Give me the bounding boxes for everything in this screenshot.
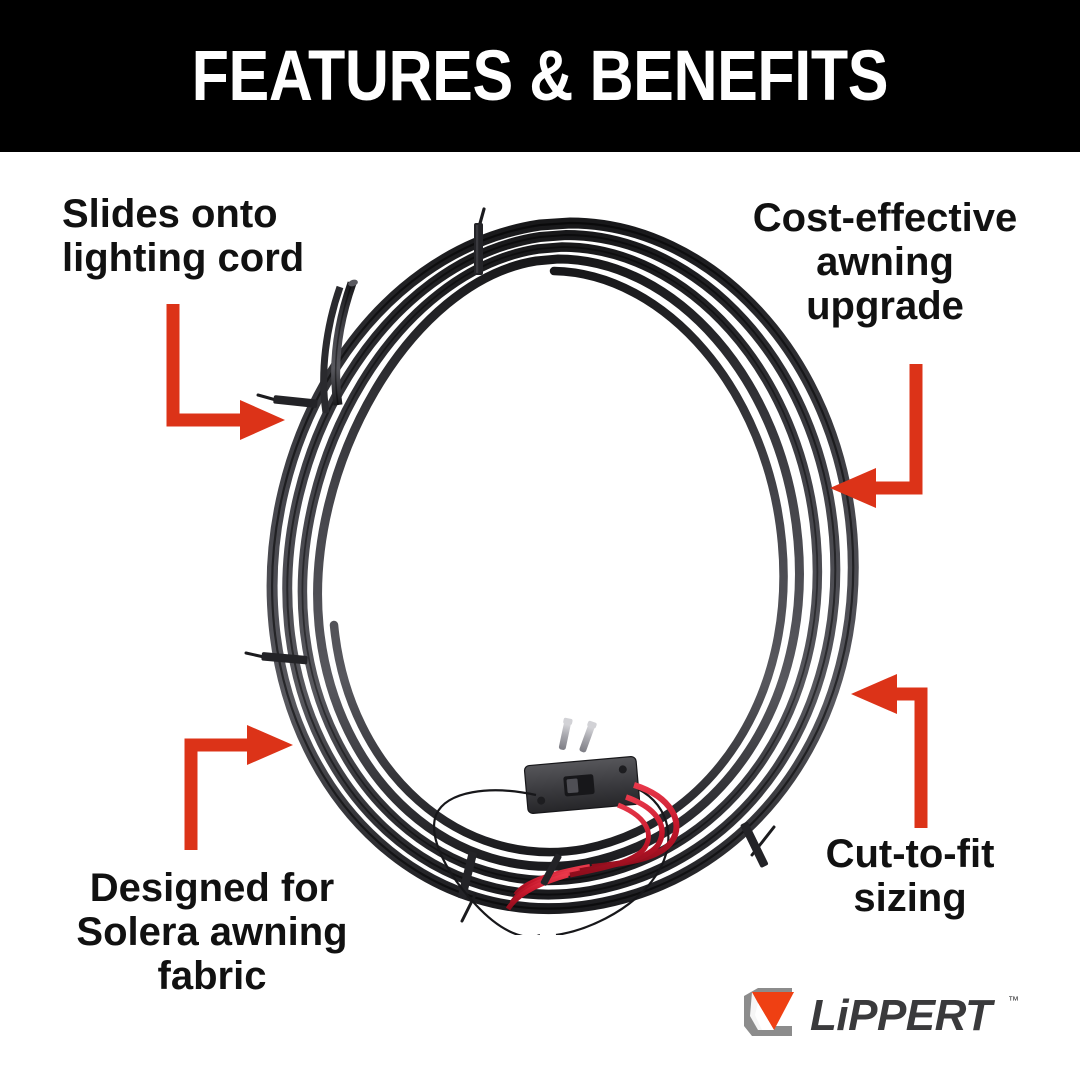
rocker-switch-plate <box>523 756 641 814</box>
zip-tie <box>256 393 318 408</box>
callout-designed-for-solera-awning-fabric: Designed for Solera awning fabric <box>76 866 348 998</box>
header-bar: FEATURES & BENEFITS <box>0 0 1080 152</box>
zip-tie <box>457 851 477 923</box>
black-wire <box>555 788 670 935</box>
product-photo <box>244 207 859 935</box>
arrow-up-then-left-bottom-right <box>851 674 928 828</box>
zip-tie <box>474 207 486 275</box>
trademark-symbol: ™ <box>1008 995 1019 1007</box>
lippert-logo-mark <box>744 988 794 1036</box>
callout-cut-to-fit-sizing: Cut-to-fit sizing <box>825 832 995 920</box>
zip-tie <box>740 821 776 868</box>
callout-slides-onto-lighting-cord: Slides onto lighting cord <box>62 192 305 280</box>
callout-cost-effective-awning-upgrade: Cost-effective awning upgrade <box>752 196 1018 328</box>
arrow-down-then-right-top-left <box>166 304 285 440</box>
switch-assembly <box>433 717 680 935</box>
page-title: FEATURES & BENEFITS <box>191 36 889 116</box>
zip-tie <box>244 651 308 665</box>
black-wire <box>433 789 540 935</box>
coiled-cord <box>266 217 859 915</box>
wire-harness <box>505 782 680 911</box>
arrow-up-then-right-bottom-left <box>184 725 293 850</box>
mounting-screws <box>558 717 597 753</box>
lippert-wordmark: LiPPERT <box>810 991 995 1040</box>
cord-cut-end <box>320 279 358 414</box>
arrow-down-then-left-top-right <box>830 364 923 508</box>
lippert-logo: LiPPERT ™ <box>744 988 1019 1040</box>
